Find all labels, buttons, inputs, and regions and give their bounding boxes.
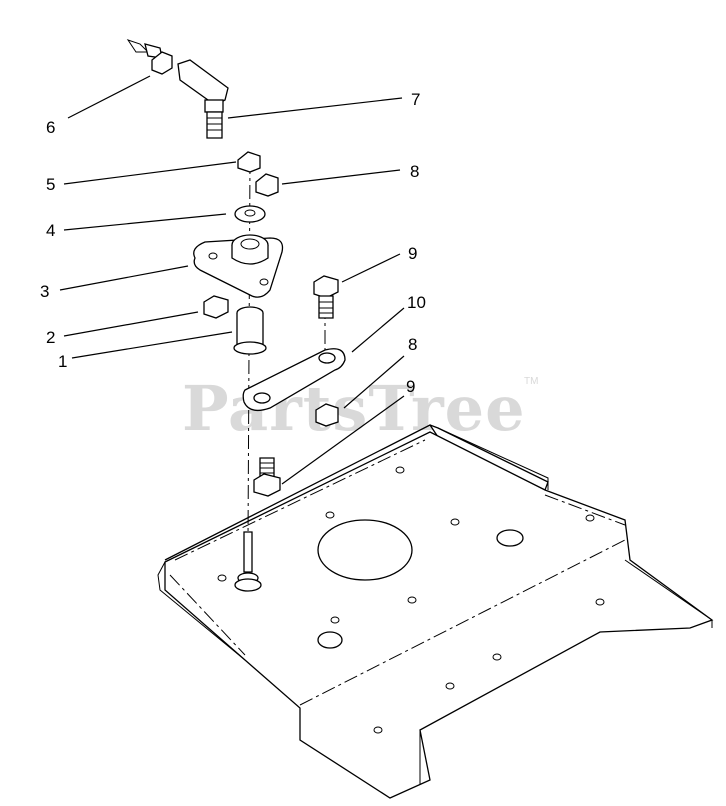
callout-2: 2 <box>46 328 55 347</box>
callout-10: 10 <box>407 293 426 312</box>
callout-8-upper: 8 <box>410 162 419 181</box>
leader-lines <box>59 75 405 485</box>
callout-3: 3 <box>40 282 49 301</box>
callout-labels: 6 7 5 8 4 3 9 2 10 1 8 9 <box>40 90 426 396</box>
callout-5: 5 <box>46 175 55 194</box>
base-plate <box>157 424 714 799</box>
ball-joint <box>126 39 229 139</box>
callout-1: 1 <box>58 352 67 371</box>
washer <box>234 205 266 223</box>
bolt-lower <box>253 457 281 497</box>
lock-nut <box>237 151 261 173</box>
callout-9-upper: 9 <box>408 244 417 263</box>
callout-9-lower: 9 <box>406 377 415 396</box>
callout-6: 6 <box>46 118 55 137</box>
bracket-plate <box>193 234 284 298</box>
bolt-upper <box>313 275 339 319</box>
callout-8-lower: 8 <box>408 335 417 354</box>
callout-7: 7 <box>411 90 420 109</box>
nut-2 <box>203 295 229 319</box>
bushing <box>233 306 267 355</box>
link-plate <box>242 348 346 412</box>
nut-upper <box>255 173 279 197</box>
watermark-text: PartsTree <box>182 372 526 445</box>
nut-lower <box>315 403 339 427</box>
pivot-stud <box>234 531 262 592</box>
callout-4: 4 <box>46 221 55 240</box>
assembly-axis <box>247 159 251 541</box>
watermark-trademark: TM <box>524 376 538 387</box>
